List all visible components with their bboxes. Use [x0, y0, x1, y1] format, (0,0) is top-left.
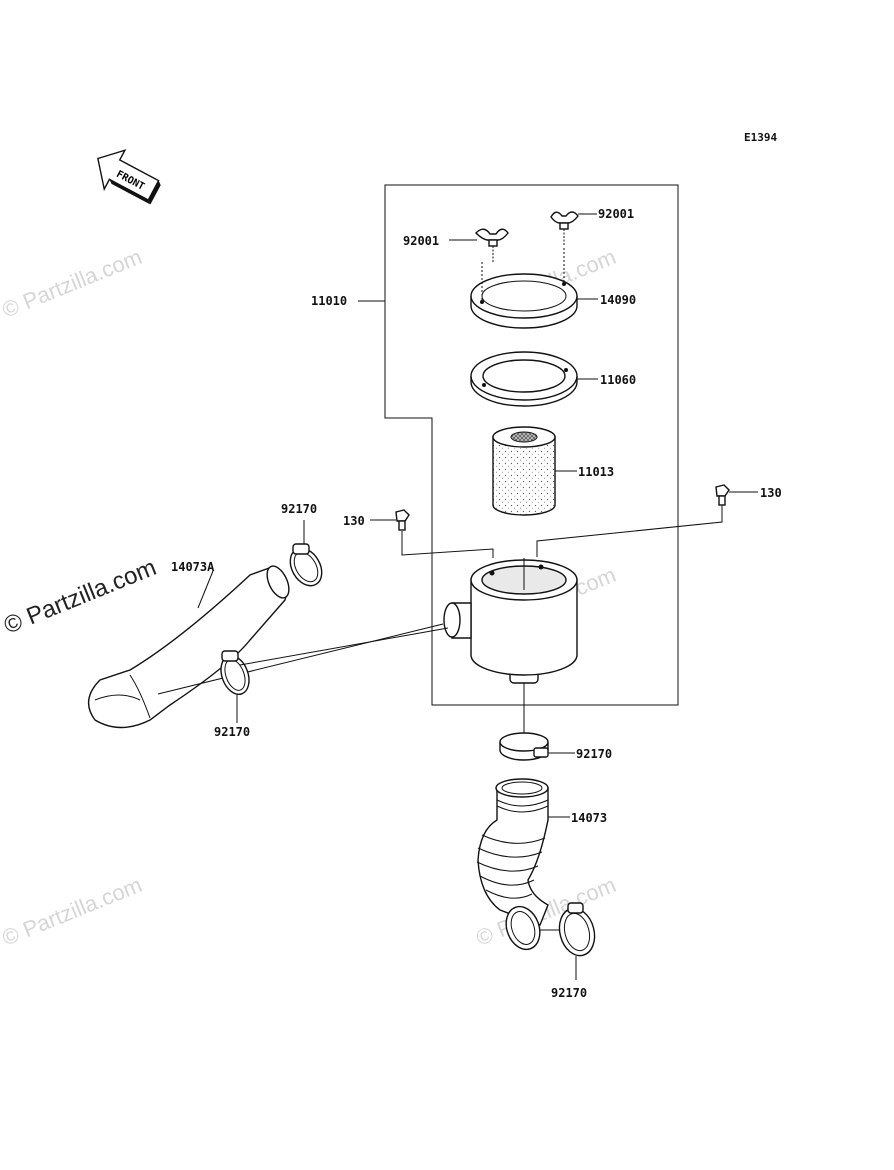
label-14073: 14073: [571, 811, 607, 825]
bolt-130-left: [395, 509, 410, 531]
label-14073A: 14073A: [171, 560, 215, 574]
filter-element-11013: [492, 426, 556, 516]
diagram-code: E1394: [744, 131, 777, 144]
label-92001-left: 92001: [403, 234, 439, 248]
air-cleaner-housing: [443, 558, 578, 684]
watermark-primary: © Partzilla.com: [0, 554, 160, 640]
wing-bolt-left: [475, 228, 509, 262]
hose-clamp-92170-bottom: [558, 902, 596, 957]
label-11060: 11060: [600, 373, 636, 387]
cover-14090: [470, 248, 578, 329]
label-130-left: 130: [343, 514, 365, 528]
hose-clamp-92170-top: [289, 543, 323, 587]
hose-clamp-92170-middle: [499, 732, 549, 761]
label-11013: 11013: [578, 465, 614, 479]
front-arrow-icon: FRONT: [97, 149, 161, 205]
hose-clamp-92170-left: [220, 650, 250, 696]
gasket-11060: [470, 351, 578, 407]
label-14090: 14090: [600, 293, 636, 307]
watermark-top-left: © Partzilla.com: [0, 244, 145, 323]
rubber-duct-14073: [476, 778, 549, 951]
assembly-bracket-11010: [384, 184, 679, 706]
wing-bolt-right: [550, 211, 579, 245]
label-92170-bottom: 92170: [551, 986, 587, 1000]
label-92170-middle: 92170: [576, 747, 612, 761]
label-11010: 11010: [311, 294, 347, 308]
label-92001-right: 92001: [598, 207, 634, 221]
watermark-bottom-left: © Partzilla.com: [0, 872, 145, 951]
label-92170-top: 92170: [281, 502, 317, 516]
bolt-130-right: [715, 484, 730, 506]
label-130-right: 130: [760, 486, 782, 500]
intake-duct-14073A: [87, 565, 290, 729]
label-92170-left: 92170: [214, 725, 250, 739]
